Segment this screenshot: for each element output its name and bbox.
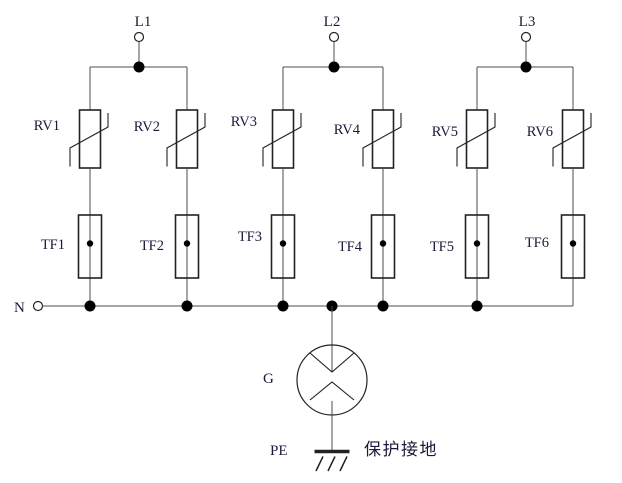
protective-earth-label: PE	[270, 443, 288, 459]
earth-annotation-label: 保护接地	[364, 440, 438, 459]
varistor-label: RV1	[34, 118, 60, 134]
varistor-symbol	[561, 109, 585, 169]
junction-dot	[181, 300, 193, 312]
varistor-strike-icon	[362, 113, 402, 167]
thermal-fuse-symbol	[370, 214, 396, 279]
thermal-fuse-label: TF2	[140, 238, 164, 254]
thermal-fuse-label: TF3	[238, 229, 262, 245]
varistor-strike-icon	[456, 113, 496, 167]
varistor-symbol	[371, 109, 395, 169]
varistor-label: RV5	[432, 124, 458, 140]
varistor-label: RV4	[334, 122, 361, 138]
earth-ground-hatch-icon	[315, 456, 324, 472]
varistor-symbol	[78, 109, 102, 169]
neutral-terminal-circle	[32, 300, 44, 312]
junction-dot	[377, 300, 389, 312]
thermal-fuse-contact-dot	[279, 240, 287, 247]
gas-tube-label: G	[263, 371, 274, 387]
thermal-fuse-symbol	[174, 214, 200, 279]
phase-label-3: L3	[519, 14, 536, 30]
varistor-symbol	[465, 109, 489, 169]
varistor-strike-icon	[552, 113, 592, 167]
thermal-fuse-contact-dot	[473, 240, 481, 247]
varistor-label: RV2	[134, 119, 160, 135]
phase-terminal-circle-2	[328, 31, 340, 43]
thermal-fuse-contact-dot	[183, 240, 191, 247]
thermal-fuse-contact-dot	[86, 240, 94, 247]
thermal-fuse-contact-dot	[379, 240, 387, 247]
varistor-label: RV3	[231, 114, 257, 130]
junction-dot	[133, 61, 145, 73]
neutral-label: N	[14, 300, 25, 316]
earth-ground-hatch-icon	[327, 456, 336, 472]
phase-terminal-circle-3	[520, 31, 532, 43]
thermal-fuse-label: TF5	[430, 239, 454, 255]
gas-tube-lower-electrode-icon	[309, 381, 355, 401]
junction-dot	[471, 300, 483, 312]
gas-tube-upper-electrode-icon	[309, 352, 355, 373]
junction-dot	[84, 300, 96, 312]
thermal-fuse-symbol	[560, 214, 586, 279]
junction-dot	[328, 61, 340, 73]
thermal-fuse-label: TF4	[338, 239, 363, 255]
phase-terminal-circle-1	[133, 31, 145, 43]
varistor-symbol	[175, 109, 199, 169]
thermal-fuse-label: TF6	[525, 235, 549, 251]
junction-dot	[520, 61, 532, 73]
varistor-strike-icon	[69, 113, 109, 167]
varistor-label: RV6	[527, 124, 553, 140]
thermal-fuse-symbol	[270, 214, 296, 279]
thermal-fuse-label: TF1	[41, 237, 65, 253]
phase-label-1: L1	[135, 14, 152, 30]
varistor-strike-icon	[166, 113, 206, 167]
varistor-strike-icon	[262, 113, 302, 167]
phase-label-2: L2	[324, 14, 341, 30]
junction-dot	[277, 300, 289, 312]
thermal-fuse-symbol	[77, 214, 103, 279]
varistor-symbol	[271, 109, 295, 169]
thermal-fuse-symbol	[464, 214, 490, 279]
thermal-fuse-contact-dot	[569, 240, 577, 247]
earth-ground-hatch-icon	[339, 456, 348, 472]
